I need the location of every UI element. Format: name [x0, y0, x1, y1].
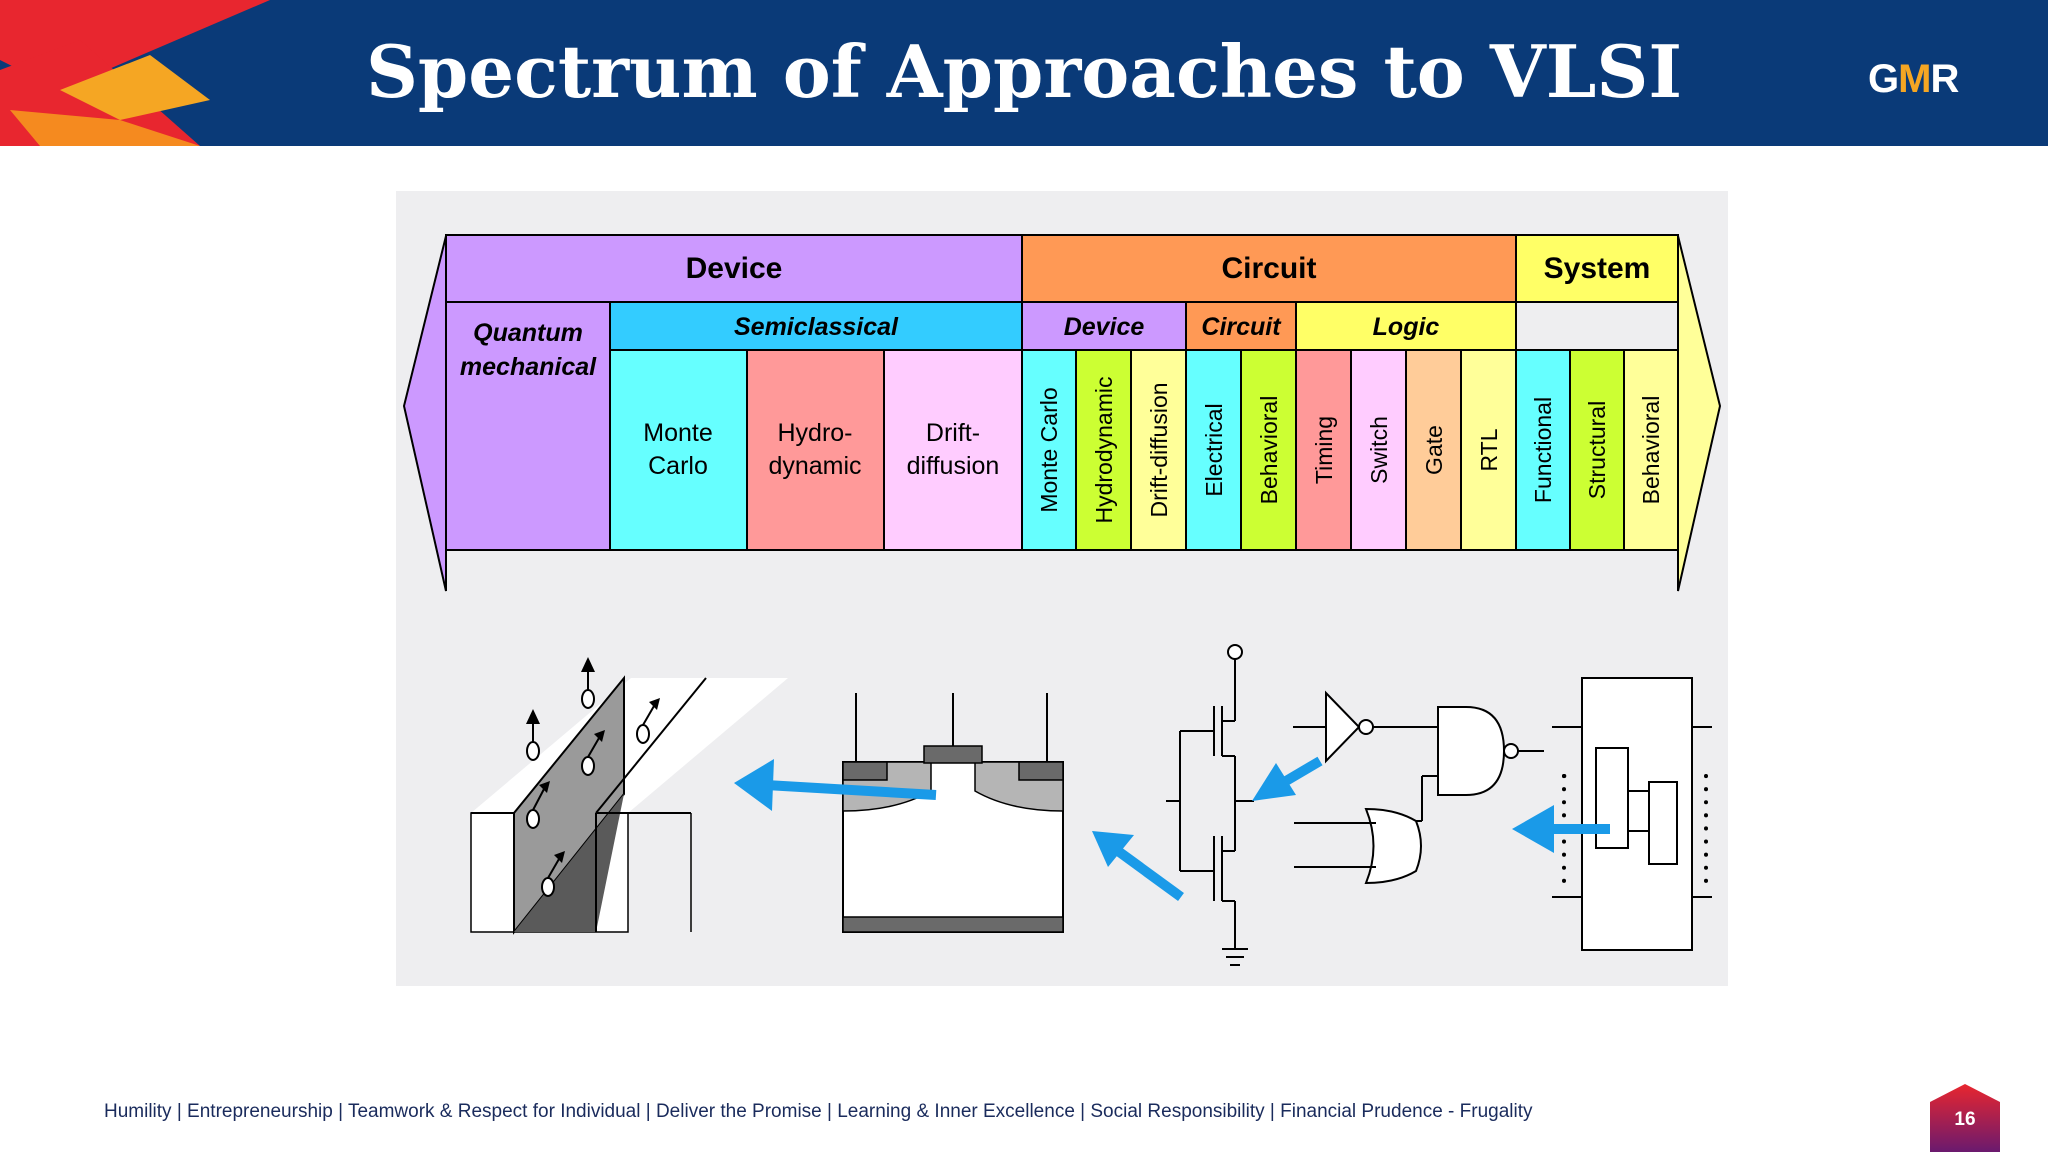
abstraction-arrows	[734, 756, 1610, 902]
left-arrowhead	[402, 235, 447, 592]
label-sub-device: Device	[1064, 313, 1145, 341]
label-monte-2: Carlo	[648, 452, 708, 480]
brand-decoration	[0, 0, 270, 146]
label-drift-2: diffusion	[907, 452, 1000, 480]
label-v-gate: Gate	[1421, 425, 1447, 475]
label-v-structural: Structural	[1584, 401, 1610, 499]
cell-monte-carlo	[609, 349, 748, 551]
cell-v-monte-carlo	[1021, 349, 1077, 551]
arrow-transistor-to-mosfet-head	[1092, 831, 1134, 867]
label-circuit: Circuit	[1221, 252, 1316, 285]
logo-part-2: M	[1898, 57, 1931, 101]
label-v-monte-carlo: Monte Carlo	[1036, 387, 1062, 512]
label-hydro-2: dynamic	[768, 452, 861, 480]
label-v-drift-diffusion: Drift-diffusion	[1146, 382, 1172, 517]
arrow-system-to-gates-head	[1512, 805, 1554, 853]
page-number: 16	[1954, 1109, 1976, 1130]
label-v-rtl: RTL	[1476, 428, 1502, 471]
vlsi-spectrum-figure: Device Circuit System Quantum mechanical…	[396, 191, 1728, 986]
band-quantum	[445, 301, 611, 551]
cell-drift-diffusion	[883, 349, 1023, 551]
slide-header: Spectrum of Approaches to VLSI GMR	[0, 0, 2048, 146]
label-v-electrical: Electrical	[1201, 403, 1227, 496]
label-v-timing: Timing	[1311, 416, 1337, 484]
band-device	[445, 234, 1023, 303]
band-semiclassical	[609, 301, 1023, 351]
label-v-behavioral-circuit: Behavioral	[1256, 396, 1282, 505]
cell-v-rtl	[1460, 349, 1517, 551]
logo-part-3: R	[1930, 57, 1959, 101]
company-values-footer: Humility | Entrepreneurship | Teamwork &…	[104, 1101, 1533, 1122]
cell-v-drift-diffusion	[1130, 349, 1187, 551]
label-drift-1: Drift-	[926, 419, 980, 447]
cmos-transistor-schematic	[1166, 644, 1254, 966]
cell-v-behavioral-system	[1623, 349, 1679, 551]
cell-v-structural	[1569, 349, 1625, 551]
arrow-mosfet-to-quantum	[765, 780, 937, 800]
label-quantum-1: Quantum	[473, 319, 583, 347]
quantum-slab-illustration	[470, 657, 788, 935]
label-semiclassical: Semiclassical	[734, 313, 899, 341]
logo-part-1: G	[1868, 57, 1899, 101]
label-device: Device	[686, 252, 783, 285]
page-badge-shape	[1930, 1084, 2000, 1152]
arrow-gates-to-transistor	[1283, 756, 1323, 786]
band-system	[1515, 234, 1679, 303]
cell-v-gate	[1405, 349, 1462, 551]
arrow-transistor-to-mosfet	[1115, 846, 1184, 902]
label-hydro-1: Hydro-	[777, 419, 852, 447]
label-logic: Logic	[1373, 313, 1440, 341]
arrow-mosfet-to-quantum-head	[734, 759, 774, 811]
arrow-gates-to-transistor-head	[1252, 763, 1296, 801]
band-sub-circuit	[1185, 301, 1297, 351]
logic-gates-schematic	[1293, 690, 1544, 885]
company-logo: GMR	[1868, 56, 1968, 102]
label-system: System	[1544, 252, 1651, 285]
cell-v-switch	[1350, 349, 1407, 551]
label-sub-circuit: Circuit	[1201, 313, 1282, 341]
label-v-hydrodynamic: Hydrodynamic	[1091, 377, 1117, 524]
label-v-switch: Switch	[1366, 416, 1392, 484]
label-quantum-2: mechanical	[460, 353, 597, 381]
label-monte-1: Monte	[643, 419, 712, 447]
band-logic	[1295, 301, 1517, 351]
cell-v-behavioral-circuit	[1240, 349, 1297, 551]
slide-title: Spectrum of Approaches to VLSI	[365, 29, 1683, 114]
system-block-schematic	[1552, 677, 1712, 951]
right-arrowhead	[1677, 235, 1722, 592]
cell-hydrodynamic	[746, 349, 885, 551]
mosfet-cross-section	[842, 693, 1064, 933]
cell-v-functional	[1515, 349, 1571, 551]
label-v-behavioral-system: Behavioral	[1638, 396, 1664, 505]
label-v-functional: Functional	[1530, 397, 1556, 503]
